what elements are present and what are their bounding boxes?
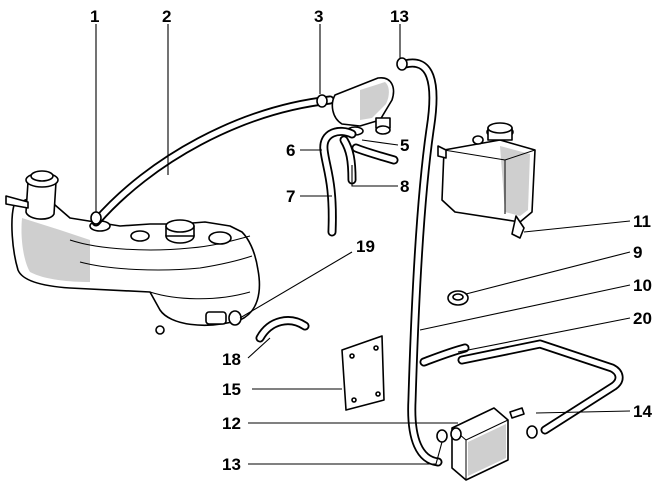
callout-13-top: 13 [390, 7, 409, 26]
callout-13-bottom: 13 [222, 455, 241, 474]
valve-canister [316, 77, 395, 136]
callout-1: 1 [90, 7, 99, 26]
callout-20: 20 [633, 309, 652, 328]
o-ring-9 [447, 290, 469, 306]
callout-19: 19 [356, 237, 375, 256]
leader-lines [95, 24, 631, 465]
filler-neck [5, 170, 59, 220]
hose-18 [255, 316, 310, 343]
tank-top-fittings [89, 219, 232, 245]
filter-box [450, 407, 538, 481]
callout-9: 9 [633, 243, 642, 262]
hose-set-6-7-8 [319, 126, 399, 237]
callout-12: 12 [222, 414, 241, 433]
callout-2: 2 [162, 7, 171, 26]
hose-clip-1 [90, 211, 102, 225]
callout-5: 5 [400, 136, 409, 155]
tank-outlet [155, 310, 242, 335]
callout-7: 7 [286, 187, 295, 206]
callout-6: 6 [286, 141, 295, 160]
callout-8: 8 [400, 177, 409, 196]
right-reservoir [437, 122, 536, 239]
callout-labels: 1 2 3 13 6 5 7 8 11 19 9 10 20 18 15 14 … [90, 7, 652, 474]
main-tank [5, 170, 261, 335]
callout-14: 14 [633, 402, 652, 421]
long-vertical-hose [396, 57, 448, 467]
bent-pipe-20 [419, 339, 624, 435]
callout-3: 3 [314, 7, 323, 26]
plate-15 [341, 335, 385, 411]
breather-hose [91, 95, 335, 227]
callout-15: 15 [222, 380, 241, 399]
callout-18: 18 [222, 350, 241, 369]
callout-11: 11 [633, 212, 651, 231]
callout-10: 10 [633, 276, 652, 295]
